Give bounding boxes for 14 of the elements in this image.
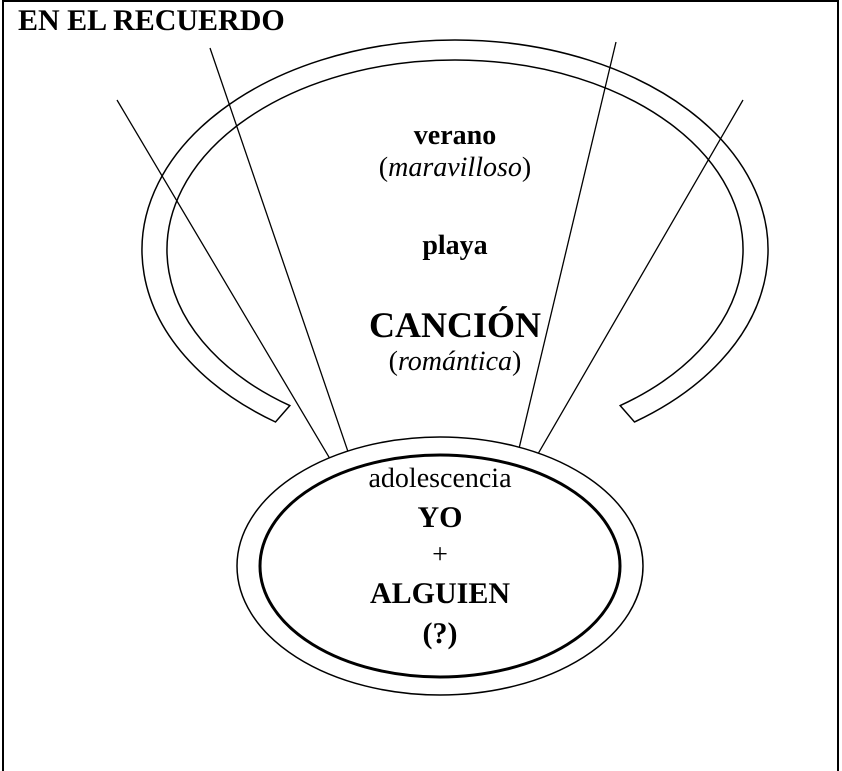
title: EN EL RECUERDO [18, 4, 285, 38]
node-text: YO [418, 501, 462, 536]
node-text: verano (maravilloso) [378, 120, 532, 184]
ray-line [538, 100, 744, 454]
ray-line [209, 48, 348, 452]
node-text: playa [421, 230, 489, 262]
ray-line [518, 42, 617, 448]
node-text: (?) [422, 617, 458, 652]
node-text: + [432, 539, 448, 572]
node-text: CANCIÓN (romántica) [368, 305, 542, 379]
ray-line [116, 100, 330, 458]
node-text: adolescencia [368, 463, 512, 496]
node-text: ALGUIEN [370, 577, 510, 612]
double-ellipse [235, 435, 645, 697]
